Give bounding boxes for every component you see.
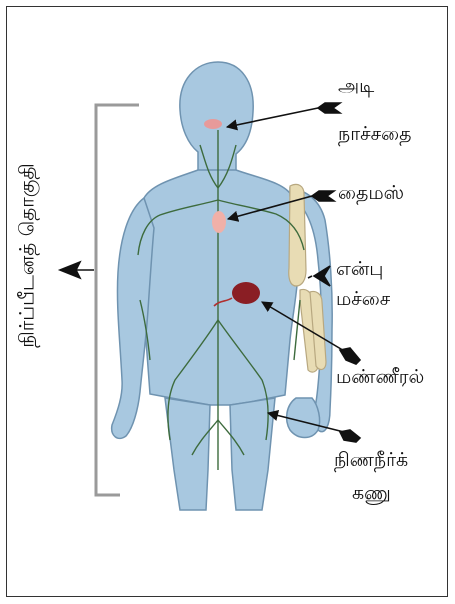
immune-system-label: நிர்ப்பீடனத் தொகுதி [15,156,42,356]
bone-marrow-label-line1: என்பு [336,258,383,280]
spleen-label: மண்ணீரல் [336,366,424,388]
pituitary-label-line2: நாச்சதை [338,123,412,145]
pituitary-organ [204,119,222,129]
bone-marrow-label-line2: மச்சை [336,288,390,310]
thymus-label: தைமஸ் [338,182,404,204]
pituitary-label-line1: அடி [338,75,374,97]
lymph-node-label-line1: நிணநீர்க் [334,449,408,471]
thymus-organ [212,211,226,233]
spleen-organ [232,282,260,304]
lymph-node-label-line2: கணு [352,482,391,504]
